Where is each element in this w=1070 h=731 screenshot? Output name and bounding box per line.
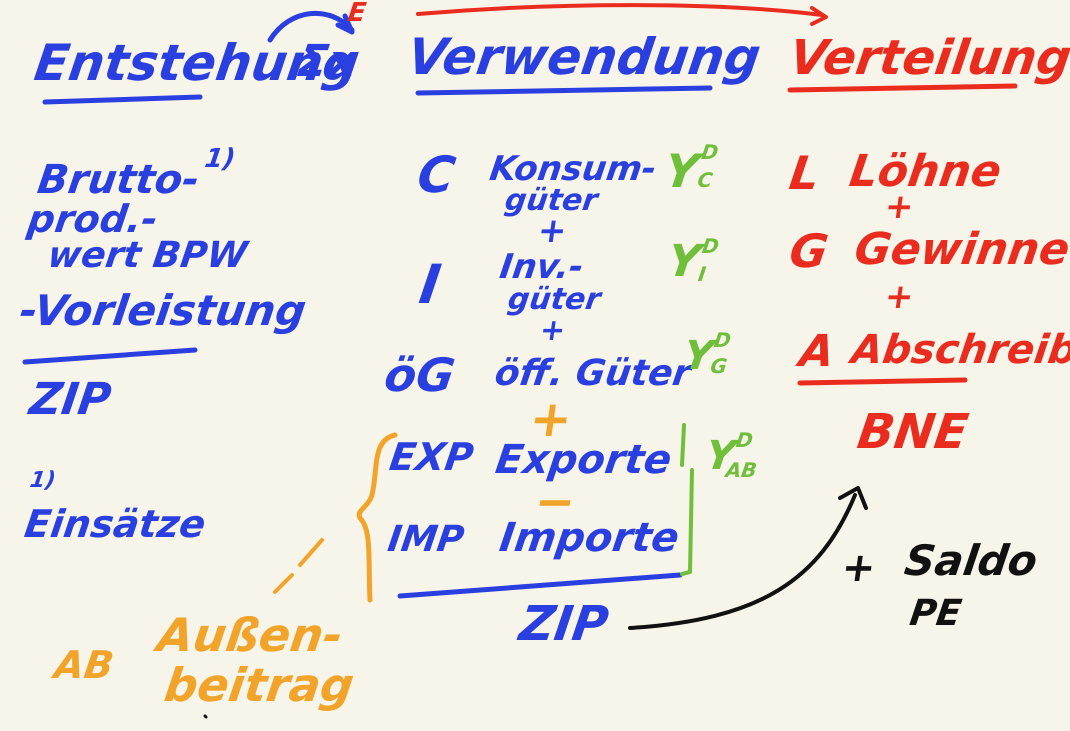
middle-oeff-gueter: öff. Güter xyxy=(492,353,694,394)
middle-inv-gueter: güter xyxy=(505,282,603,317)
black-arrow-head xyxy=(838,486,868,510)
header-e-mark: E xyxy=(345,0,368,28)
middle-konsum: Konsum- xyxy=(487,149,659,189)
yd-ab-sub: AB xyxy=(724,458,759,482)
orange-dash-2 xyxy=(273,573,294,594)
left-vorleistung: -Vorleistung xyxy=(16,286,310,335)
right-a-symbol: A xyxy=(796,326,838,377)
middle-exp-symbol: EXP xyxy=(386,435,477,479)
red-arrow-head xyxy=(810,6,828,26)
saldo-plus: + xyxy=(838,545,879,591)
right-bne: BNE xyxy=(854,404,972,460)
middle-plus-1: + xyxy=(535,211,570,251)
saldo-line1: Saldo xyxy=(901,536,1041,585)
middle-inv: Inv.- xyxy=(497,247,587,287)
blue-arrow-head xyxy=(335,13,355,35)
header-ix: Σx xyxy=(294,36,361,87)
middle-imp-symbol: IMP xyxy=(385,519,467,560)
left-prod: prod.- xyxy=(24,197,161,241)
yd-g-sub: G xyxy=(708,354,729,378)
yd-c-sup: D xyxy=(699,140,720,164)
left-footnote-num: 1) xyxy=(28,468,58,493)
bottom-beitrag: beitrag xyxy=(161,658,358,712)
right-loehne: Löhne xyxy=(846,146,1005,197)
bottom-aussen: Außen- xyxy=(154,608,347,662)
left-zip: ZIP xyxy=(26,374,115,425)
bottom-ab: AB xyxy=(51,643,117,687)
blue-arrow-top xyxy=(267,10,355,43)
left-einsaetze: Einsätze xyxy=(21,502,209,546)
middle-sum-line xyxy=(397,572,683,599)
underline-verteilung xyxy=(787,83,1018,93)
orange-dash-1 xyxy=(298,538,324,567)
black-arrow xyxy=(628,493,857,630)
middle-zip: ZIP xyxy=(516,596,612,652)
yd-i-sup: D xyxy=(700,234,721,258)
underline-entstehung xyxy=(42,94,203,105)
right-sum-line xyxy=(797,377,968,386)
left-wert-bpw: wert BPW xyxy=(45,235,250,276)
middle-plus-2: + xyxy=(537,313,568,348)
orange-brace xyxy=(356,432,398,603)
middle-c-symbol: C xyxy=(413,146,459,204)
right-g-symbol: G xyxy=(786,224,832,278)
yd-ab-sup: D xyxy=(734,428,755,452)
red-arrow-top xyxy=(416,3,824,17)
header-verwendung: Verwendung xyxy=(403,28,765,86)
left-sum-line xyxy=(22,347,198,365)
small-dot xyxy=(203,714,208,719)
yd-c-sub: C xyxy=(696,168,715,192)
yd-g-sup: D xyxy=(712,328,733,352)
saldo-line2: PE xyxy=(907,593,964,634)
green-bracket-imp xyxy=(680,468,694,576)
right-plus-1: + xyxy=(882,187,917,227)
right-gewinne: Gewinne xyxy=(851,224,1070,275)
green-bracket-exp xyxy=(680,423,686,467)
header-verteilung: Verteilung xyxy=(786,30,1070,86)
underline-verwendung xyxy=(415,85,713,96)
right-abschreib: Abschreib. xyxy=(848,327,1070,373)
middle-og-symbol: öG xyxy=(381,348,459,402)
middle-importe: Importe xyxy=(496,515,682,561)
middle-exporte: Exporte xyxy=(492,437,675,483)
left-brutto: Brutto- xyxy=(34,157,203,203)
right-plus-2: + xyxy=(882,277,917,317)
left-footnote-mark: 1) xyxy=(202,144,238,174)
